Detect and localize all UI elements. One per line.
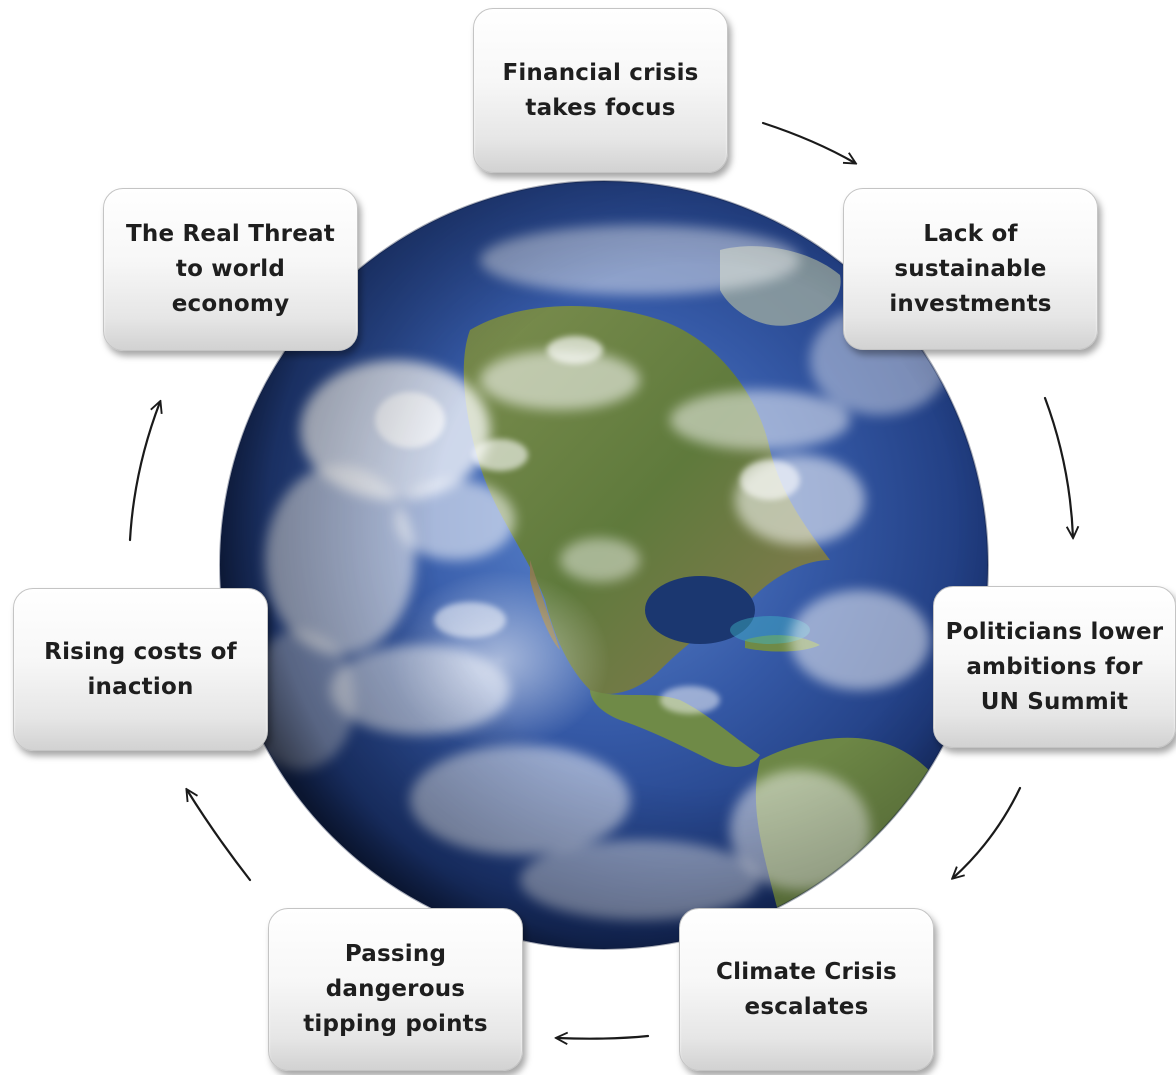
cycle-step-lack-of-investments: Lack of sustainable investments <box>843 188 1098 350</box>
cycle-step-rising-costs: Rising costs of inaction <box>13 588 268 751</box>
cycle-step-tipping-points: Passing dangerous tipping points <box>268 908 523 1071</box>
cycle-arrow-icon <box>557 1036 650 1039</box>
cycle-step-financial-crisis: Financial crisis takes focus <box>473 8 728 173</box>
cycle-step-label: The Real Threat to world economy <box>126 221 335 317</box>
cycle-arrow-icon <box>128 402 160 542</box>
cycle-step-politicians-lower-ambitions: Politicians lower ambitions for UN Summi… <box>933 586 1176 748</box>
cycle-step-label: Climate Crisis escalates <box>716 958 897 1020</box>
cycle-step-label: Politicians lower ambitions for UN Summi… <box>945 618 1164 715</box>
cycle-step-real-threat: The Real Threat to world economy <box>103 188 358 351</box>
cycle-step-label: Rising costs of inaction <box>44 638 237 700</box>
cycle-arrow-icon <box>1043 396 1073 537</box>
cycle-step-label: Lack of sustainable investments <box>889 220 1052 317</box>
cycle-step-climate-crisis: Climate Crisis escalates <box>679 908 934 1071</box>
cycle-arrow-icon <box>187 790 252 882</box>
cycle-arrow-icon <box>953 786 1022 878</box>
cycle-arrow-icon <box>761 121 855 163</box>
cycle-arrows <box>128 121 1073 1039</box>
cycle-step-label: Financial crisis takes focus <box>502 59 699 121</box>
cycle-step-label: Passing dangerous tipping points <box>303 941 488 1037</box>
